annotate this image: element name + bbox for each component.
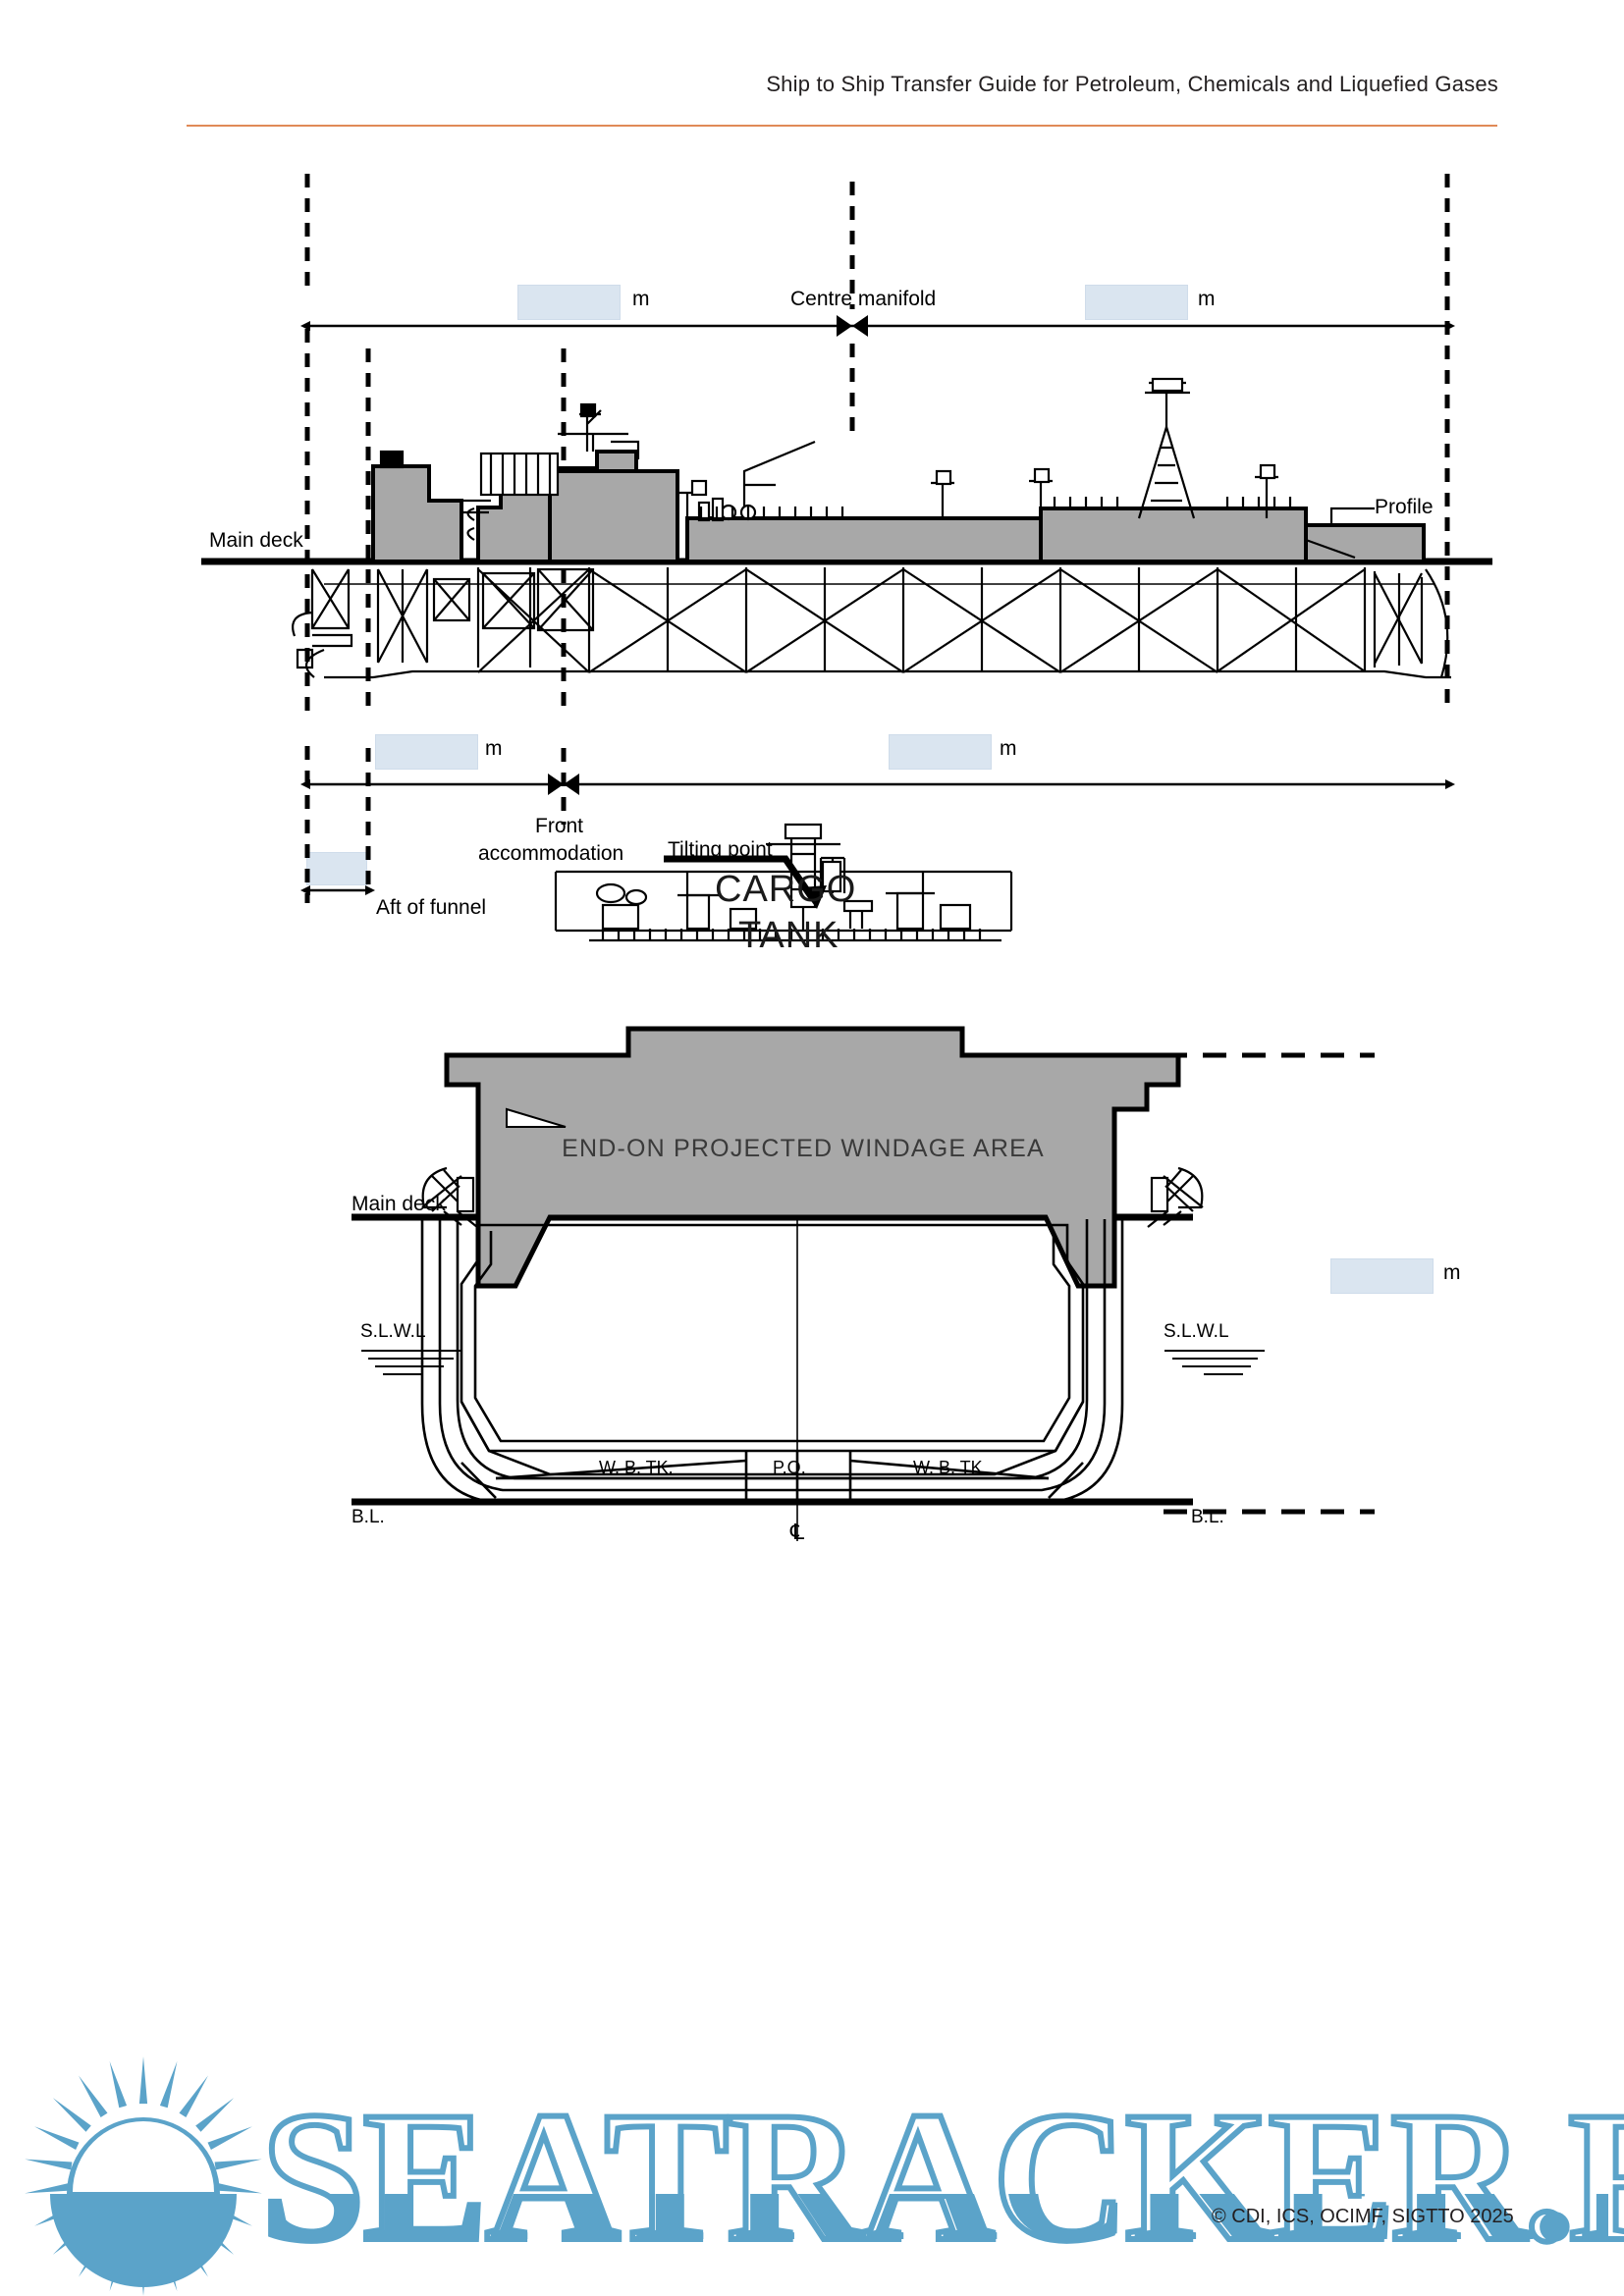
- unit-fwd-section: m: [1000, 737, 1017, 760]
- unit-section-height: m: [1443, 1261, 1461, 1284]
- document-running-title: Ship to Ship Transfer Guide for Petroleu…: [766, 72, 1498, 96]
- header-divider-rule: [187, 125, 1497, 127]
- field-fwd-section[interactable]: [889, 734, 992, 770]
- label-wb-tank-starboard: W. B. TK.: [913, 1458, 988, 1477]
- label-main-deck-profile: Main deck: [209, 529, 303, 552]
- copyright-notice: © CDI, ICS, OCIMF, SIGTTO 2025: [1212, 2206, 1514, 2227]
- centreline-symbol: ℄: [790, 1520, 805, 1544]
- page-header: Ship to Ship Transfer Guide for Petroleu…: [0, 0, 1624, 137]
- unit-fwd-of-manifold: m: [632, 288, 650, 310]
- windage-area-text: END-ON PROJECTED WINDAGE AREA: [562, 1135, 1045, 1162]
- label-centre-manifold: Centre manifold: [790, 288, 937, 310]
- label-wb-tank-port: W. B. TK.: [599, 1458, 674, 1477]
- windage-area-shape: [444, 1026, 1181, 1289]
- label-slwl-starboard: S.L.W.L: [1164, 1321, 1229, 1342]
- label-profile: Profile: [1375, 496, 1434, 518]
- label-front-accommodation-line1: Front: [535, 815, 584, 837]
- unit-aft-of-manifold: m: [1198, 288, 1216, 310]
- svg-text:SEATRACKER.RU: SEATRACKER.RU: [261, 2074, 1624, 2280]
- field-aft-section[interactable]: [375, 734, 478, 770]
- figure-end-on-section: Tilting point Main deck S.L.W.L S.L.W.L …: [0, 815, 1624, 1620]
- sunburst-icon: [25, 2056, 262, 2296]
- watermark-seatracker: SEATRACKER.RU SEATRACKER.RU: [18, 2047, 1624, 2296]
- end-on-section-drawing: END-ON PROJECTED WINDAGE AREA: [352, 823, 1375, 1541]
- label-tilting-point: Tilting point: [668, 838, 773, 861]
- field-fwd-of-manifold[interactable]: [517, 285, 621, 320]
- label-front-accommodation-line2: accommodation: [478, 842, 624, 865]
- unit-aft-section: m: [485, 737, 503, 760]
- field-aft-of-manifold[interactable]: [1085, 285, 1188, 320]
- label-pump-room: P.O.: [773, 1458, 806, 1477]
- label-cargo-tank-line1: CARGO: [715, 869, 857, 910]
- ship-profile-drawing: [201, 174, 1492, 903]
- label-baseline-port-visible: B.L.: [352, 1507, 385, 1527]
- figure-ship-profile: m Centre manifold m Profile Main deck m …: [0, 147, 1624, 919]
- label-cargo-tank-line2: TANK: [738, 915, 839, 956]
- label-aft-of-funnel: Aft of funnel: [376, 896, 487, 919]
- watermark-wordmark: SEATRACKER.RU: [258, 2071, 1624, 2283]
- field-section-height[interactable]: [1330, 1258, 1434, 1294]
- label-slwl-port: S.L.W.L: [360, 1321, 426, 1342]
